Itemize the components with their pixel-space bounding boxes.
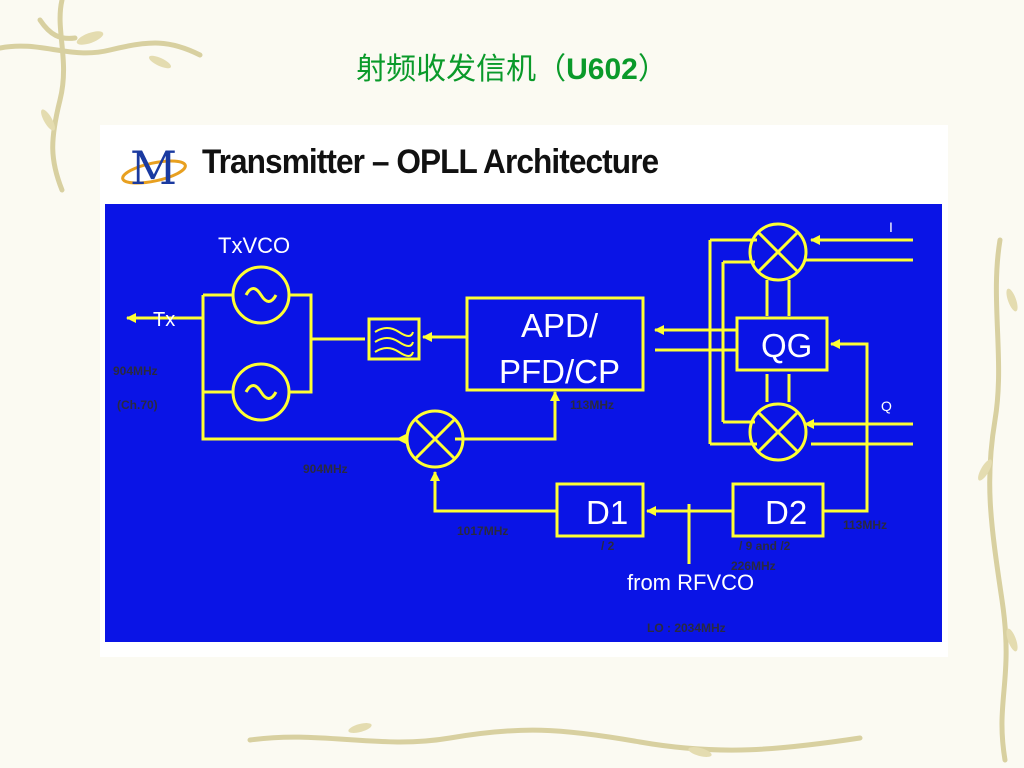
slide-title-close: ） — [637, 52, 668, 87]
sine-wave-icon — [244, 384, 278, 400]
offset-mixer-icon — [405, 409, 465, 469]
txvco-label: TxVCO — [218, 233, 290, 258]
i-label: I — [889, 219, 893, 235]
div9-label: / 9 and /2 — [739, 539, 791, 553]
txvco-oscillator-1-icon — [231, 265, 291, 325]
q-label: Q — [881, 398, 892, 414]
wire-vco-bus — [201, 295, 405, 441]
freq-904-channel-label: 904MHz — [113, 364, 158, 378]
mixer-cross-icon — [413, 417, 457, 461]
motorola-m-logo-icon: M — [121, 141, 187, 192]
qg-block — [735, 316, 829, 372]
txvco-oscillator-2-icon — [231, 362, 291, 422]
qg-label: QG — [761, 327, 812, 364]
rfvco-label: from RFVCO — [627, 570, 754, 595]
freq-904-mixer-label: 904MHz — [303, 462, 348, 476]
apd-label-line1: APD/ — [521, 307, 599, 344]
wire-mixer-taps — [710, 238, 757, 446]
d2-block — [731, 482, 825, 538]
slide-title-model: U602 — [566, 53, 638, 86]
d1-label: D1 — [586, 494, 628, 531]
wire-d2-to-qg — [823, 339, 869, 513]
wire-mixer-to-apd — [455, 391, 560, 441]
opll-diagram: TxVCO APD/ PFD/CP QG D1 D2 from RFVCO Tx… — [105, 204, 942, 642]
mixer-cross-icon — [756, 230, 800, 274]
slide-title: 射频收发信机（U602） — [0, 44, 1024, 88]
apd-label-line2: PFD/CP — [499, 353, 620, 390]
wire-mixer-bus — [708, 240, 725, 444]
wire-vco2-right — [289, 339, 313, 394]
mixer-cross-icon — [756, 410, 800, 454]
d2-label: D2 — [765, 494, 807, 531]
sine-wave-icon — [244, 287, 278, 303]
svg-text:M: M — [130, 141, 177, 192]
freq-1017-label: 1017MHz — [457, 524, 508, 538]
wire-qg-mixers — [765, 280, 791, 402]
wire-d1-to-mixer — [430, 471, 557, 513]
slide-title-cn: 射频收发信机（ — [356, 52, 567, 87]
div2-label: / 2 — [601, 539, 615, 553]
wire-vco-right — [289, 293, 365, 341]
i-mixer-icon — [748, 222, 808, 282]
d1-block — [555, 482, 645, 538]
freq-113-apd-label: 113MHz — [570, 398, 614, 412]
filter-waves-icon — [374, 327, 414, 357]
lo-label: LO : 2034MHz — [647, 621, 726, 635]
lowpass-filter-icon — [367, 317, 421, 361]
apd-pfd-cp-block — [465, 296, 645, 392]
tx-label: Tx — [153, 309, 175, 331]
figure-heading: Transmitter – OPLL Architecture — [202, 143, 659, 181]
freq-226-label: 226MHz — [731, 559, 776, 573]
q-mixer-icon — [748, 402, 808, 462]
diagram-background — [105, 204, 942, 642]
channel-label: (Ch.70) — [117, 398, 158, 412]
freq-113-d2-label: 113MHz — [843, 518, 887, 532]
